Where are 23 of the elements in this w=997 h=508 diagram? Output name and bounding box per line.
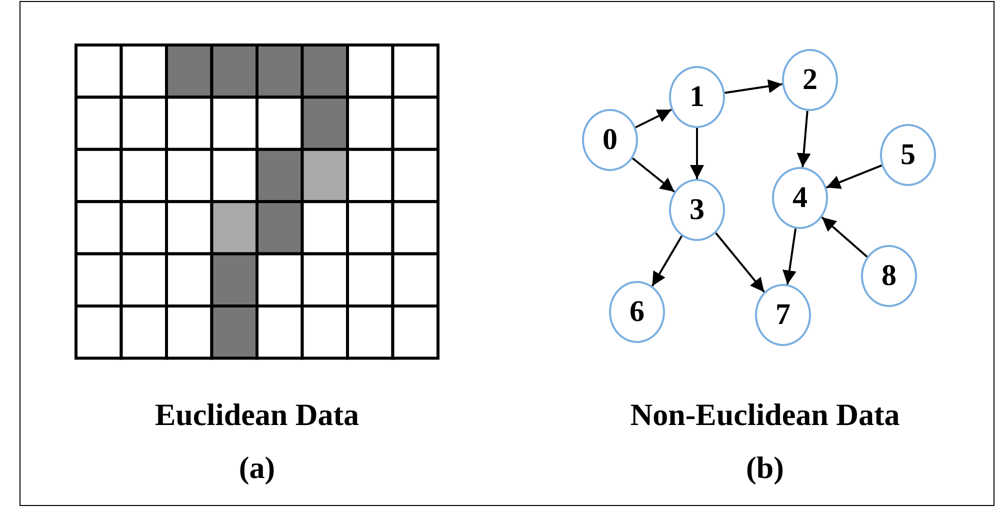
arrow [826, 164, 882, 189]
panel-tag: (b) [746, 450, 784, 486]
graph-node: 1 [669, 66, 725, 128]
arrow [690, 128, 704, 179]
graph-node: 4 [772, 167, 828, 229]
panel-title: Non-Euclidean Data [630, 397, 900, 433]
graph-node: 8 [861, 245, 917, 307]
panel-tag: (a) [238, 450, 276, 486]
graph-node: 3 [669, 179, 725, 241]
graph-node: 6 [609, 281, 665, 343]
panel-title: Euclidean Data [154, 397, 360, 433]
arrow [821, 216, 868, 258]
graph-node: 0 [582, 109, 638, 171]
arrow [724, 79, 782, 94]
arrow [796, 110, 811, 168]
graph-node: 7 [755, 284, 811, 346]
arrow [782, 228, 797, 285]
arrow [632, 157, 675, 193]
arrow [715, 232, 765, 293]
arrow [635, 108, 672, 128]
arrow [651, 235, 683, 287]
graph-node: 2 [782, 49, 838, 111]
graph-node: 5 [880, 124, 936, 186]
